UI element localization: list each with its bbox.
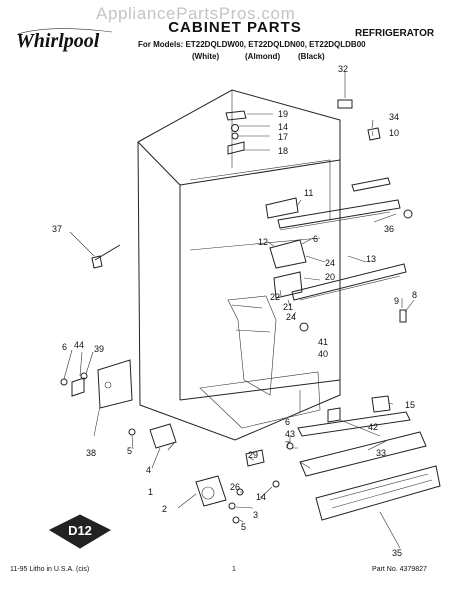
- bracket-22: [273, 271, 303, 299]
- callout-label: 35: [392, 548, 402, 558]
- callout-label: 22: [270, 292, 280, 302]
- hinge-cap-19: [225, 110, 247, 121]
- callout-label: 5: [127, 446, 132, 456]
- power-cord-37: [94, 244, 121, 261]
- washer-14: [231, 124, 239, 132]
- leader-lines: [63, 72, 415, 549]
- callout-label: 11: [304, 188, 313, 198]
- callout-label: 2: [162, 504, 167, 514]
- callout-labels: 32 19 14 17 18 34 10 11 12 6 36 24 20 22…: [52, 64, 417, 558]
- roller-2: [195, 475, 227, 507]
- bracket-29: [245, 449, 265, 467]
- d12-badge: [48, 514, 112, 549]
- footer-litho: 11-95 Litho in U.S.A. (cis): [10, 566, 90, 573]
- callout-label: 42: [368, 422, 378, 432]
- logo-swoosh: [17, 28, 113, 35]
- callout-label: 6: [285, 417, 290, 427]
- screw-41: [299, 322, 309, 332]
- screw-36: [403, 209, 413, 219]
- callout-label: 36: [384, 224, 394, 234]
- screw-6-left: [60, 378, 68, 386]
- models-line: For Models: ET22DQLDW00, ET22DQLDN00, ET…: [138, 40, 366, 49]
- color-label-almond: (Almond): [245, 52, 281, 61]
- callout-label: 7: [285, 440, 290, 450]
- callout-label: 44: [74, 340, 84, 350]
- callout-label: 40: [318, 349, 328, 359]
- cap-15: [371, 395, 391, 413]
- callout-label: 6: [62, 342, 67, 352]
- callout-label: 5: [241, 522, 246, 532]
- callout-label: 12: [258, 237, 268, 247]
- screw-5-left: [128, 428, 136, 436]
- footer-page-number: 1: [232, 566, 236, 573]
- shelf-rail-lower: [291, 263, 407, 301]
- clip-42: [327, 407, 341, 423]
- callout-label: 41: [318, 337, 328, 347]
- grille-trim-33: [299, 431, 427, 477]
- terminal-block-38: [97, 359, 133, 409]
- appliance-type: REFRIGERATOR: [355, 28, 435, 39]
- callout-label: 19: [278, 109, 288, 119]
- leveler-4: [149, 423, 177, 449]
- callout-label: 33: [376, 448, 386, 458]
- callout-label: 15: [405, 400, 415, 410]
- callout-label: 10: [389, 128, 399, 138]
- screw-3: [228, 502, 236, 510]
- spring-8: [399, 309, 407, 323]
- callout-label: 37: [52, 224, 62, 234]
- callout-label: 34: [389, 112, 399, 122]
- callout-label: 4: [146, 465, 151, 475]
- callout-label: 6: [313, 234, 318, 244]
- toe-grille-35: [315, 465, 441, 521]
- callout-label: 24: [325, 258, 335, 268]
- d12-badge-label: D12: [68, 523, 92, 538]
- shelf-rail-upper: [277, 199, 401, 231]
- callout-label: 21: [283, 302, 293, 312]
- callout-label: 9: [394, 296, 399, 306]
- bumper-34: [367, 127, 381, 141]
- refrigerator-cabinet: [137, 89, 341, 441]
- callout-label: 39: [94, 344, 104, 354]
- callout-label: 32: [338, 64, 348, 74]
- bracket-20: [269, 239, 307, 269]
- washer-17: [231, 132, 239, 140]
- callout-label: 13: [366, 254, 376, 264]
- callout-label: 14: [256, 492, 266, 502]
- hinge-18: [227, 141, 245, 155]
- rail-strip-right: [351, 177, 391, 192]
- callout-label: 8: [412, 290, 417, 300]
- callout-label: 1: [148, 487, 153, 497]
- callout-label: 29: [248, 450, 258, 460]
- brand-logo: Whirlpool: [16, 30, 100, 52]
- callout-label: 24: [286, 312, 296, 322]
- screw-14-bottom: [272, 480, 280, 488]
- callout-label: 17: [278, 132, 288, 142]
- plug-32: [337, 99, 353, 109]
- watermark: AppliancePartsPros.com: [96, 4, 296, 23]
- callout-label: 3: [253, 510, 258, 520]
- bracket-11: [265, 197, 299, 219]
- callout-label: 26: [230, 482, 240, 492]
- clip-44: [71, 377, 85, 397]
- strip-7: [297, 411, 411, 437]
- callout-label: 20: [325, 272, 335, 282]
- color-label-white: (White): [192, 52, 220, 61]
- callout-label: 38: [86, 448, 96, 458]
- callout-label: 43: [285, 429, 295, 439]
- screw-5-bottom: [232, 516, 240, 524]
- footer-part-number: Part No. 4379827: [372, 566, 427, 573]
- screw-39: [80, 372, 88, 380]
- callout-label: 18: [278, 146, 288, 156]
- page-title: CABINET PARTS: [168, 19, 302, 36]
- color-label-black: (Black): [298, 52, 325, 61]
- callout-label: 14: [278, 122, 288, 132]
